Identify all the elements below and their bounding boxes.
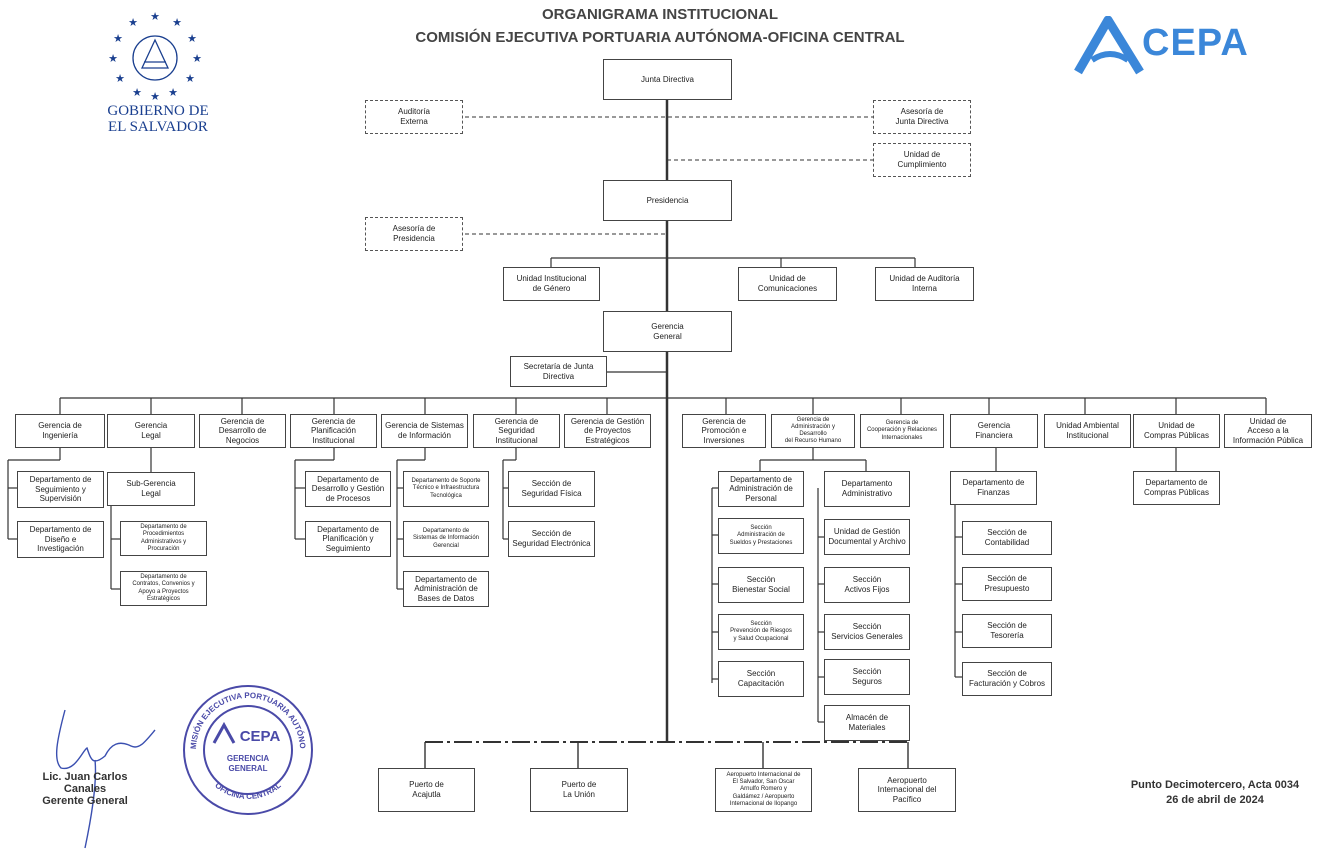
node-seccion-tesoreria: Sección de Tesorería [962,614,1052,648]
node-presidencia: Presidencia [603,180,732,221]
node-depto-sistemas-informacion: Departamento de Sistemas de Información … [403,521,489,557]
node-unidad-acceso-informacion: Unidad de Acceso a la Información Públic… [1224,414,1312,448]
node-depto-soporte: Departamento de Soporte Técnico e Infrae… [403,471,489,507]
node-depto-contratos: Departamento de Contratos, Convenios y A… [120,571,207,606]
node-unidad-genero: Unidad Institucional de Género [503,267,600,301]
node-auditoria-externa: Auditoría Externa [365,100,463,134]
node-gerencia-desarrollo-negocios: Gerencia de Desarrollo de Negocios [199,414,286,448]
node-gerencia-legal: Gerencia Legal [107,414,195,448]
node-depto-planificacion-seguimiento: Departamento de Planificación y Seguimie… [305,521,391,557]
approval-line1: Punto Decimotercero, Acta 0034 [1130,779,1300,791]
svg-text:★: ★ [128,17,138,29]
svg-text:★: ★ [108,53,118,65]
approval-line2: 26 de abril de 2024 [1166,794,1264,807]
node-seccion-prevencion: Sección Prevención de Riesgos y Salud Oc… [718,614,804,650]
node-unidad-compras: Unidad de Compras Públicas [1133,414,1220,448]
node-asesoria-presidencia: Asesoría de Presidencia [365,217,463,251]
node-gerencia-seguridad: Gerencia de Seguridad Institucional [473,414,560,448]
svg-text:★: ★ [185,73,195,85]
node-gerencia-general: Gerencia General [603,311,732,352]
node-gerencia-ingenieria: Gerencia de Ingeniería [15,414,105,448]
node-unidad-comunicaciones: Unidad de Comunicaciones [738,267,837,301]
svg-text:★: ★ [168,87,178,99]
node-aeropuerto-pacifico: Aeropuerto Internacional del Pacífico [858,768,956,812]
seal-brand-text: CEPA [240,728,281,745]
node-gerencia-financiera: Gerencia Financiera [950,414,1038,448]
svg-text:★: ★ [150,91,160,103]
node-seccion-facturacion: Sección de Facturación y Cobros [962,662,1052,696]
node-depto-compras-publicas: Departamento de Compras Públicas [1133,471,1220,505]
node-gerencia-planificacion: Gerencia de Planificación Institucional [290,414,377,448]
official-seal-stamp-icon: COMISIÓN EJECUTIVA PORTUARIA AUTÓNOMA OF… [178,683,313,815]
chart-subtitle: COMISIÓN EJECUTIVA PORTUARIA AUTÓNOMA-OF… [415,29,905,46]
node-asesoria-junta: Asesoría de Junta Directiva [873,100,971,134]
node-seccion-activos-fijos: Sección Activos Fijos [824,567,910,603]
node-junta-directiva: Junta Directiva [603,59,732,100]
node-depto-desarrollo-procesos: Departamento de Desarrollo y Gestión de … [305,471,391,507]
node-gerencia-cooperacion: Gerencia de Cooperación y Relaciones Int… [860,414,944,448]
node-seccion-contabilidad: Sección de Contabilidad [962,521,1052,555]
node-auditoria-interna: Unidad de Auditoría Interna [875,267,974,301]
svg-text:★: ★ [150,11,160,23]
node-gerencia-sistemas: Gerencia de Sistemas de Información [381,414,468,448]
svg-text:OFICINA CENTRAL: OFICINA CENTRAL [213,781,283,801]
svg-text:★: ★ [187,33,197,45]
cepa-logo-text: CEPA [1142,22,1249,64]
node-seccion-seguros: Sección Seguros [824,659,910,695]
node-subgerencia-legal: Sub-Gerencia Legal [107,472,195,506]
node-seccion-sueldos: Sección Administración de Sueldos y Pres… [718,518,804,554]
gobierno-logo-text: GOBIERNO DE EL SALVADOR [107,103,209,135]
node-puerto-acajutla: Puerto de Acajutla [378,768,475,812]
node-seccion-bienestar: Sección Bienestar Social [718,567,804,603]
node-seccion-servicios-generales: Sección Servicios Generales [824,614,910,650]
node-almacen-materiales: Almacén de Materiales [824,705,910,741]
seal-center-line1: GERENCIA [227,754,269,763]
node-unidad-gestion-documental: Unidad de Gestión Documental y Archivo [824,519,910,555]
signature-name-title: Lic. Juan Carlos Canales Gerente General [20,771,150,807]
svg-text:★: ★ [115,73,125,85]
node-depto-finanzas: Departamento de Finanzas [950,471,1037,505]
seal-bottom-text: OFICINA CENTRAL [213,781,283,801]
svg-text:★: ★ [192,53,202,65]
node-depto-bases-datos: Departamento de Administración de Bases … [403,571,489,607]
node-aeropuerto-el-salvador: Aeropuerto Internacional de El Salvador,… [715,768,812,812]
node-secretaria-junta: Secretaría de Junta Directiva [510,356,607,387]
node-depto-procedimientos: Departamento de Procedimientos Administr… [120,521,207,556]
approval-note: Punto Decimotercero, Acta 0034 26 de abr… [1120,778,1310,809]
node-gerencia-promocion: Gerencia de Promoción e Inversiones [682,414,766,448]
chart-title: ORGANIGRAMA INSTITUCIONAL [541,6,779,23]
cepa-logo-icon [1074,16,1144,75]
node-puerto-la-union: Puerto de La Unión [530,768,628,812]
node-seccion-capacitacion: Sección Capacitación [718,661,804,697]
node-seccion-seguridad-electronica: Sección de Seguridad Electrónica [508,521,595,557]
svg-text:★: ★ [132,87,142,99]
node-gerencia-proyectos: Gerencia de Gestión de Proyectos Estraté… [564,414,651,448]
svg-text:★: ★ [113,33,123,45]
node-seccion-presupuesto: Sección de Presupuesto [962,567,1052,601]
node-unidad-cumplimiento: Unidad de Cumplimiento [873,143,971,177]
signature-name: Lic. Juan Carlos Canales [42,771,128,795]
seal-center-line2: GENERAL [228,764,267,773]
svg-text:★: ★ [172,17,182,29]
node-depto-diseno: Departamento de Diseño e Investigación [17,521,104,558]
node-gerencia-rrhh: Gerencia de Administración y Desarrollo … [771,414,855,448]
signature-title: Gerente General [42,795,128,807]
node-seccion-seguridad-fisica: Sección de Seguridad Física [508,471,595,507]
node-unidad-ambiental: Unidad Ambiental Institucional [1044,414,1131,448]
gobierno-coat-of-arms-icon: ★ ★ ★ ★ ★ ★ ★ ★ ★ ★ ★ ★ [108,11,202,103]
signature-scribble-icon [55,709,156,849]
node-depto-administrativo: Departamento Administrativo [824,471,910,507]
node-depto-seguimiento: Departamento de Seguimiento y Supervisió… [17,471,104,508]
node-depto-admin-personal: Departamento de Administración de Person… [718,471,804,507]
